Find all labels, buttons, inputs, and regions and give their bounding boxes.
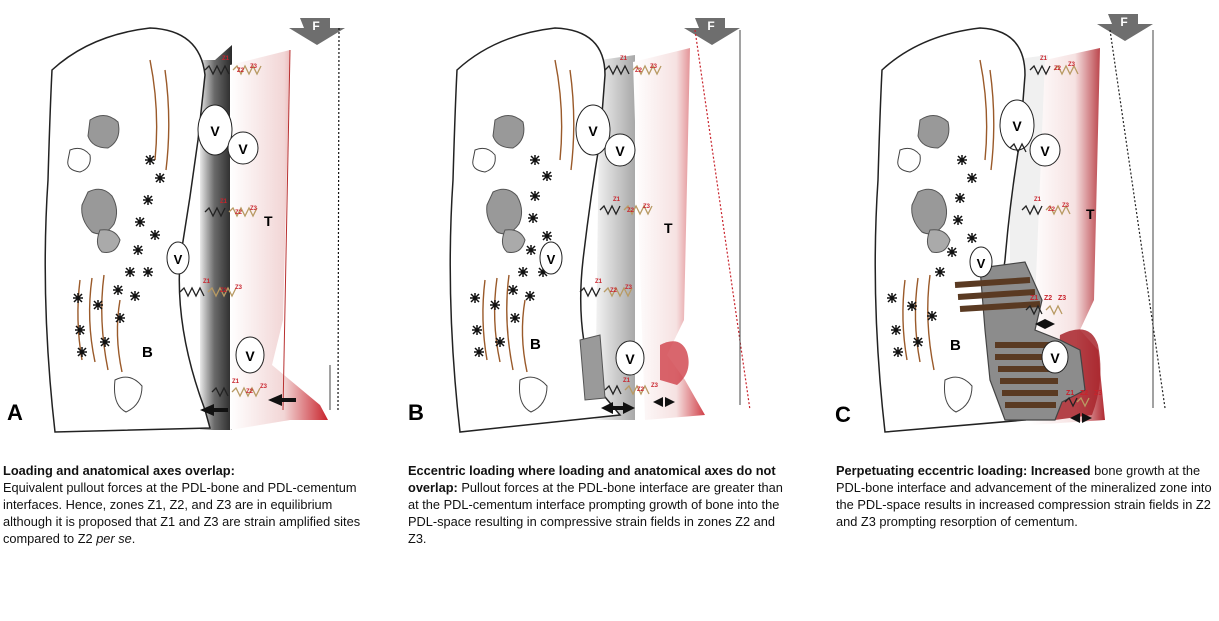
vessel-label: V (547, 252, 556, 267)
vessel-label: V (210, 123, 220, 139)
svg-text:Z2: Z2 (235, 210, 243, 216)
svg-text:Z2: Z2 (220, 288, 228, 294)
svg-text:Z3: Z3 (1068, 62, 1076, 68)
svg-text:Z2: Z2 (246, 389, 254, 395)
panel-b-caption: Eccentric loading where loading and anat… (408, 462, 788, 547)
caption-heading: Loading and anatomical axes overlap: (3, 463, 235, 478)
caption-italic: per se (96, 531, 132, 546)
svg-text:Z3: Z3 (643, 204, 651, 210)
panel-c-caption: Perpetuating eccentric loading: Increase… (836, 462, 1216, 530)
svg-text:Z1: Z1 (203, 279, 211, 285)
bone-label: B (530, 336, 541, 353)
panel-c: V V V V Z1Z2Z3 Z1Z2Z3 Z1Z2Z3 Z1Z2Z3 F T (830, 0, 1219, 621)
vessel-label: V (1040, 143, 1050, 159)
vessel-label: V (238, 141, 248, 157)
vessel-label: V (977, 256, 986, 271)
caption-heading: Perpetuating eccentric loading: Increase… (836, 463, 1091, 478)
marrow-space (493, 115, 524, 148)
alveolar-bone (45, 28, 210, 432)
force-label: F (1120, 15, 1127, 29)
mineralized-zone (580, 335, 605, 400)
svg-text:Z2: Z2 (627, 208, 635, 214)
caption-text: Equivalent pullout forces at the PDL-bon… (3, 480, 360, 546)
vessel-label: V (245, 348, 255, 364)
svg-text:Z3: Z3 (1062, 203, 1070, 209)
svg-text:Z3: Z3 (651, 383, 659, 389)
svg-text:Z1: Z1 (222, 56, 230, 62)
panel-letter: A (7, 400, 23, 425)
svg-text:Z3: Z3 (250, 206, 258, 212)
caption-text: Pullout forces at the PDL-bone interface… (408, 480, 783, 546)
caption-text-end: . (132, 531, 136, 546)
panel-letter: B (408, 400, 424, 425)
tooth-root (230, 50, 328, 430)
bone-label: B (142, 344, 153, 361)
marrow-space (88, 115, 119, 148)
svg-text:Z1: Z1 (1034, 197, 1042, 203)
svg-text:Z2: Z2 (610, 288, 618, 294)
svg-text:Z3: Z3 (650, 64, 658, 70)
loading-axis (695, 30, 750, 410)
svg-text:Z3: Z3 (235, 285, 243, 291)
svg-text:Z2: Z2 (1044, 295, 1052, 302)
svg-text:Z1: Z1 (1066, 390, 1074, 397)
panel-b: V V V V Z1Z2Z3 Z1Z2Z3 Z1Z2Z3 Z1Z2Z3 F T … (405, 0, 805, 621)
svg-text:Z2: Z2 (637, 387, 645, 393)
marrow-space (68, 148, 91, 172)
svg-text:Z2: Z2 (635, 68, 643, 74)
svg-text:Z3: Z3 (260, 384, 268, 390)
panel-letter: C (835, 402, 851, 427)
loading-axis (1110, 30, 1165, 408)
svg-text:Z1: Z1 (1030, 295, 1038, 302)
svg-text:Z1: Z1 (1040, 56, 1048, 62)
vessel-label: V (174, 252, 183, 267)
force-label: F (312, 19, 319, 33)
loading-axis (338, 28, 339, 410)
svg-text:Z2: Z2 (1048, 207, 1056, 213)
tooth-label: T (264, 213, 273, 229)
svg-text:Z2: Z2 (1080, 390, 1088, 397)
vessel-label: V (1012, 118, 1022, 134)
tooth-label: T (1086, 206, 1095, 222)
svg-text:Z3: Z3 (1094, 390, 1102, 397)
svg-text:Z3: Z3 (250, 64, 258, 70)
marrow-space (473, 148, 496, 172)
svg-text:Z1: Z1 (623, 378, 631, 384)
vessel-label: V (1050, 350, 1060, 366)
vessel-label: V (625, 351, 635, 367)
marrow-space (918, 115, 949, 148)
svg-text:Z1: Z1 (613, 197, 621, 203)
svg-text:Z1: Z1 (220, 199, 228, 205)
resorption-lesion (660, 341, 689, 385)
svg-text:Z1: Z1 (620, 56, 628, 62)
tooth-label: T (664, 220, 673, 236)
svg-text:Z3: Z3 (625, 285, 633, 291)
vessel-label: V (588, 123, 598, 139)
svg-text:Z3: Z3 (1058, 295, 1066, 302)
panel-a-caption: Loading and anatomical axes overlap: Equ… (3, 462, 383, 547)
svg-text:Z1: Z1 (232, 379, 240, 385)
pdl-space (200, 45, 232, 430)
marrow-space (898, 148, 921, 172)
vessel-label: V (615, 143, 625, 159)
svg-text:Z2: Z2 (1054, 66, 1062, 72)
force-label: F (707, 19, 714, 33)
svg-text:Z2: Z2 (237, 68, 245, 74)
svg-text:Z1: Z1 (595, 279, 603, 285)
bone-label: B (950, 337, 961, 354)
